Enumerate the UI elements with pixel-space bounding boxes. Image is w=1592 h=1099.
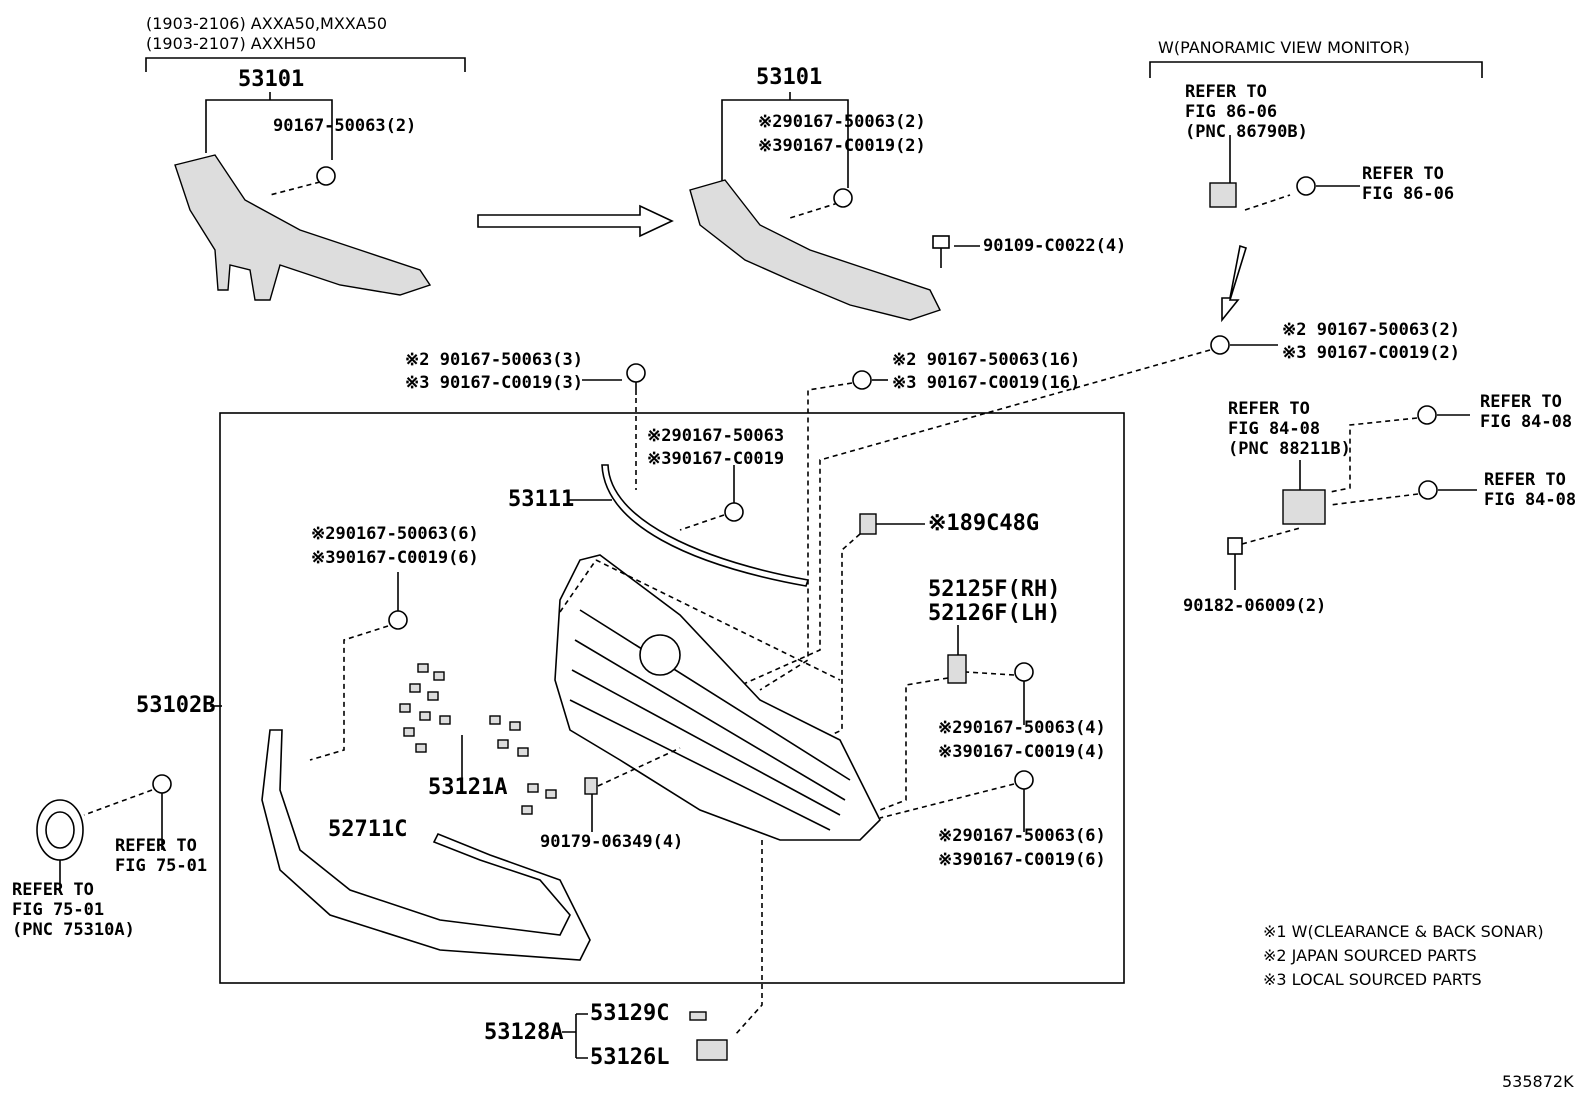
part-label[interactable]: 53101 [756,65,823,90]
emblem-icon [36,799,84,861]
bolt-icon [316,166,336,186]
part-label[interactable]: 53121A [428,775,508,800]
figure-reference[interactable]: REFER TO FIG 84-08 [1480,392,1573,432]
figure-reference[interactable]: REFER TO FIG 86-06 [1362,164,1455,204]
part-label[interactable]: 90167-50063(2) [273,116,417,136]
part-label[interactable]: 53126L [590,1045,670,1070]
sonar-sensor-icon [1282,489,1326,525]
part-label[interactable]: ※189C48G [928,511,1040,536]
part-label[interactable]: ※290167-50063(4) [938,718,1106,738]
bolt-icon [1014,770,1034,790]
part-label[interactable]: ※390167-C0019(2) [758,136,926,156]
bolt-icon [1418,480,1438,500]
variant-label: (1903-2106) AXXA50,MXXA50 [146,14,388,33]
bolt-icon [724,502,744,522]
down-arrow [1221,244,1247,323]
diagram-id: 535872K [1502,1072,1574,1091]
part-label[interactable]: 52125F(RH) [928,577,1061,602]
nut-icon [584,777,598,795]
variant-label: W(PANORAMIC VIEW MONITOR) [1158,38,1410,57]
part-label[interactable]: 53111 [508,487,575,512]
part-label[interactable]: ※2 90167-50063(3) [405,350,584,370]
molding-53111 [601,464,810,587]
sonar-bracket-icon [859,513,877,535]
part-label[interactable]: ※390167-C0019 [647,449,785,469]
emblem-mount-icon [639,634,681,676]
bracket-53126L [696,1039,728,1061]
figure-reference[interactable]: REFER TO FIG 84-08 (PNC 88211B) [1228,399,1351,459]
screw-icon [932,235,950,249]
part-label[interactable]: ※290167-50063(6) [938,826,1106,846]
part-label[interactable]: 90109-C0022(4) [983,236,1127,256]
variant-label: (1903-2107) AXXH50 [146,34,317,53]
part-label[interactable]: ※2 90167-50063(2) [1282,320,1461,340]
reinforcement-53101-old [174,154,432,301]
sensor-bracket-icon [947,654,967,684]
part-label[interactable]: ※2 90167-50063(16) [892,350,1081,370]
variant-bracket [145,57,466,72]
bolt-icon [626,363,646,383]
figure-reference[interactable]: REFER TO FIG 84-08 [1484,470,1577,510]
bolt-icon [152,774,172,794]
part-label[interactable]: 53128A [484,1020,564,1045]
legend-item: ※3 LOCAL SOURCED PARTS [1263,970,1482,989]
part-label[interactable]: ※390167-C0019(6) [311,548,479,568]
bolt-icon [1296,176,1316,196]
part-label[interactable]: 90179-06349(4) [540,832,684,852]
part-label[interactable]: 52126F(LH) [928,601,1061,626]
panoramic-bracket [1149,61,1483,78]
part-label[interactable]: 53101 [238,67,305,92]
bolt-icon [1417,405,1437,425]
bolt-icon [388,610,408,630]
part-label[interactable]: ※390167-C0019(4) [938,742,1106,762]
part-label[interactable]: ※3 90167-C0019(3) [405,373,584,393]
part-label[interactable]: ※290167-50063 [647,426,785,446]
supersedes-arrow [477,204,674,238]
ornament-52711C [261,729,591,961]
part-label[interactable]: ※290167-50063(2) [758,112,926,132]
figure-reference[interactable]: REFER TO FIG 75-01 (PNC 75310A) [12,880,135,940]
camera-icon [1209,182,1237,208]
clip-icon [1227,537,1243,555]
leader-53101-a [205,92,333,160]
part-label[interactable]: ※3 90167-C0019(2) [1282,343,1461,363]
bolt-icon [1210,335,1230,355]
part-label[interactable]: ※390167-C0019(6) [938,850,1106,870]
legend-item: ※2 JAPAN SOURCED PARTS [1263,946,1477,965]
clips-53121A [399,663,557,815]
reinforcement-53101-new [689,179,941,321]
leader-53101-b [721,92,849,188]
bolt-icon [852,370,872,390]
figure-reference[interactable]: REFER TO FIG 75-01 [115,836,208,876]
clip-53129C [689,1011,707,1021]
legend-item: ※1 W(CLEARANCE & BACK SONAR) [1263,922,1544,941]
part-label[interactable]: 52711C [328,817,408,842]
part-label[interactable]: 53102B [136,693,216,718]
part-label[interactable]: ※290167-50063(6) [311,524,479,544]
grille-assembly-frame [219,412,1125,984]
part-label[interactable]: 53129C [590,1001,670,1026]
bolt-icon [1014,662,1034,682]
bolt-icon [833,188,853,208]
part-label[interactable]: ※3 90167-C0019(16) [892,373,1081,393]
figure-reference[interactable]: REFER TO FIG 86-06 (PNC 86790B) [1185,82,1308,142]
part-label[interactable]: 90182-06009(2) [1183,596,1327,616]
